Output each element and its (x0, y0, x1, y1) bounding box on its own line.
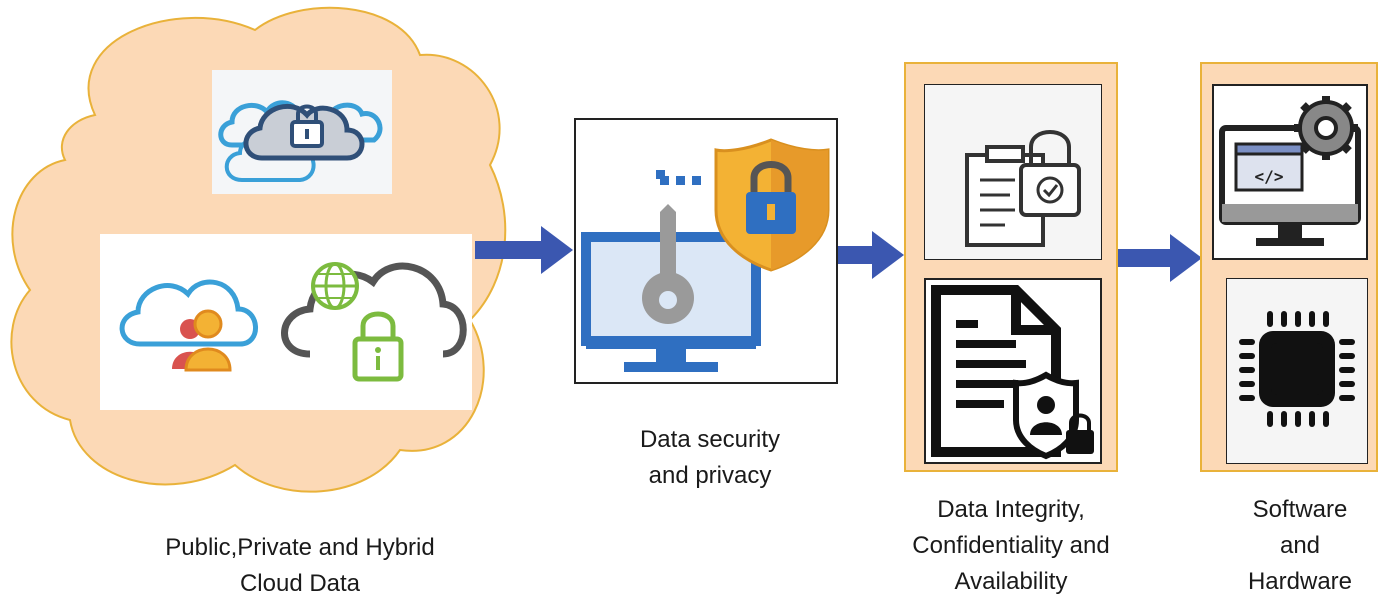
software-label-line-3: Hardware (1247, 568, 1353, 595)
svg-text:</>: </> (1255, 167, 1284, 186)
hybrid-cloud-image (100, 234, 472, 410)
cloud-data-label-line-1: Public,Private and Hybrid (165, 534, 435, 561)
clipboard-lock-box (924, 84, 1102, 260)
arrow-2 (836, 231, 904, 279)
software-panel: </> (1200, 62, 1378, 472)
integrity-label-line-2: Confidentiality and (912, 532, 1110, 559)
monitor-code-box: </> (1212, 84, 1368, 260)
cloud-data-label: Public,Private and Hybrid Cloud Data (120, 530, 480, 602)
cloud-users-icon (119, 279, 258, 372)
security-label-line-1: Data security (639, 426, 781, 453)
security-label-line-2: and privacy (648, 462, 772, 489)
software-label-line-2: and (1279, 532, 1321, 559)
security-label: Data security and privacy (590, 422, 830, 494)
arrow-1 (475, 226, 573, 274)
cloud-globe-lock-icon (281, 262, 467, 382)
document-shield-icon (931, 285, 1094, 460)
arrow-3 (1116, 234, 1202, 282)
cloud-data-label-line-2: Cloud Data (239, 570, 361, 597)
integrity-panel (904, 62, 1118, 472)
monitor-key-shield-icon (581, 138, 830, 372)
document-shield-box (924, 278, 1102, 464)
integrity-label-line-1: Data Integrity, (937, 496, 1085, 523)
security-box (574, 118, 838, 384)
integrity-label: Data Integrity, Confidentiality and Avai… (866, 492, 1156, 600)
chip-icon (1239, 311, 1355, 427)
chip-box (1226, 278, 1368, 464)
clipboard-lock-icon (965, 130, 1081, 247)
software-label: Software and Hardware (1210, 492, 1390, 600)
monitor-code-gear-icon: </> (1219, 96, 1361, 246)
software-label-line-1: Software (1252, 496, 1348, 523)
integrity-label-line-3: Availability (954, 568, 1068, 595)
cloud-lock-image (212, 70, 392, 194)
cloud-lock-icon (218, 100, 383, 182)
